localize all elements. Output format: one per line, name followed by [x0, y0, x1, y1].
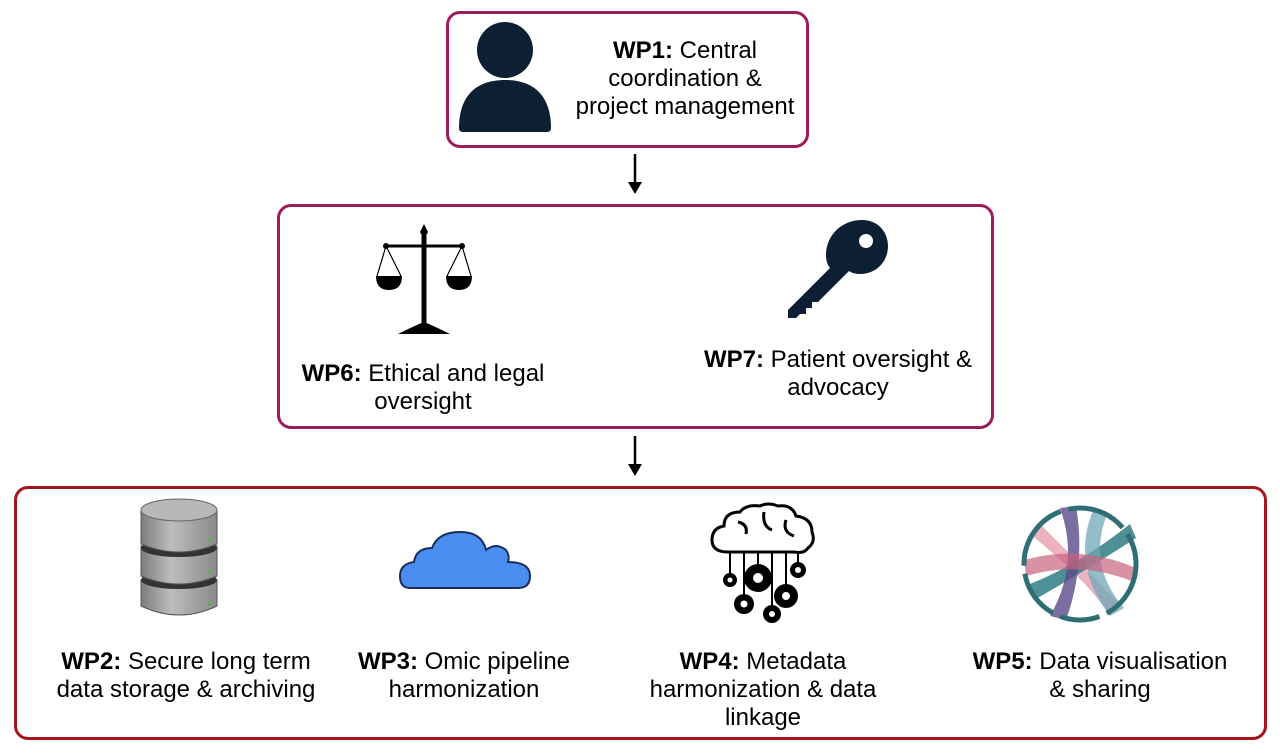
wp7-label: WP7: Patient oversight & advocacy — [703, 346, 973, 401]
wp4-label: WP4: Metadata harmonization & data linka… — [649, 648, 877, 731]
cloud-icon — [398, 530, 532, 589]
wp3-label: WP3: Omic pipeline harmonization — [357, 648, 571, 703]
wp1-label: WP1: Central coordination & project mana… — [575, 37, 795, 120]
chord-diagram-icon — [1021, 505, 1139, 623]
person-icon — [459, 22, 551, 132]
brain-gears-icon — [710, 502, 815, 623]
arrow-down-2 — [628, 436, 642, 476]
scales-icon — [376, 224, 472, 334]
database-icon — [140, 498, 218, 616]
key-icon — [788, 220, 888, 318]
wp5-label: WP5: Data visualisation & sharing — [972, 648, 1228, 703]
wp6-label: WP6: Ethical and legal oversight — [301, 360, 545, 415]
arrow-down-1 — [628, 154, 642, 194]
wp2-label: WP2: Secure long term data storage & arc… — [56, 648, 316, 703]
